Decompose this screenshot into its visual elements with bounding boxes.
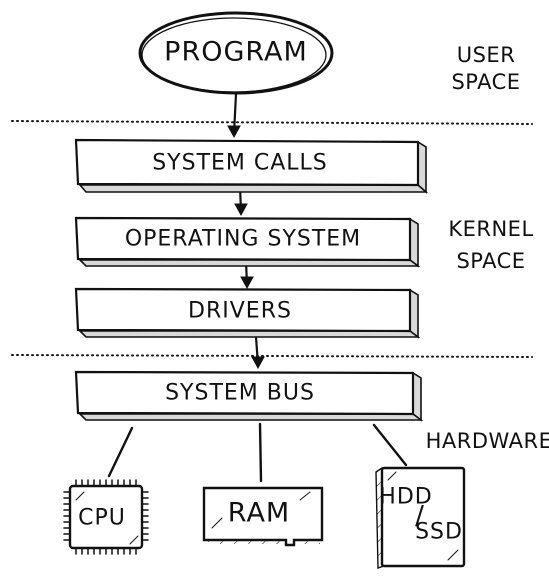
ram-label: RAM xyxy=(228,498,290,529)
connector-cpu xyxy=(107,426,134,478)
system-calls-box: SYSTEM CALLS xyxy=(74,138,429,194)
user-space-label-line1: USER xyxy=(457,43,516,67)
hdd-label: HDD xyxy=(379,485,432,510)
storage-separator: / xyxy=(415,501,425,531)
ssd-label: SSD xyxy=(415,520,463,545)
system-calls-label: SYSTEM CALLS xyxy=(152,151,328,176)
arrows xyxy=(227,92,265,370)
drivers-box: DRIVERS xyxy=(74,287,421,339)
arrow-drivers-to-bus xyxy=(251,335,265,370)
program-ellipse-sketch xyxy=(141,17,327,93)
program-label: PROGRAM xyxy=(164,37,308,68)
arrow-program-to-syscalls xyxy=(227,92,241,139)
bus-connectors xyxy=(107,422,408,483)
cpu-label: CPU xyxy=(78,506,126,531)
connector-ram xyxy=(258,422,263,483)
program-node: PROGRAM xyxy=(138,11,334,95)
kernel-hardware-separator xyxy=(11,354,533,358)
operating-system-box: OPERATING SYSTEM xyxy=(74,216,421,268)
kernel-space-label-line2: SPACE xyxy=(456,249,525,273)
cpu-chip: CPU xyxy=(63,479,149,555)
system-bus-box: SYSTEM BUS xyxy=(74,370,424,422)
system-bus-label: SYSTEM BUS xyxy=(165,381,315,406)
user-space-label: USER SPACE xyxy=(451,43,520,94)
kernel-space-label-line1: KERNEL xyxy=(448,217,533,241)
ram-module: RAM xyxy=(202,486,324,547)
kernel-space-label: KERNEL SPACE xyxy=(448,217,533,273)
storage-drive: HDD / SSD xyxy=(375,466,466,569)
user-space-label-line2: SPACE xyxy=(451,70,520,94)
drivers-label: DRIVERS xyxy=(188,299,292,324)
connector-storage xyxy=(372,423,408,467)
hardware-label: HARDWARE xyxy=(426,429,549,453)
user-kernel-separator xyxy=(11,120,533,125)
operating-system-label: OPERATING SYSTEM xyxy=(125,227,361,252)
